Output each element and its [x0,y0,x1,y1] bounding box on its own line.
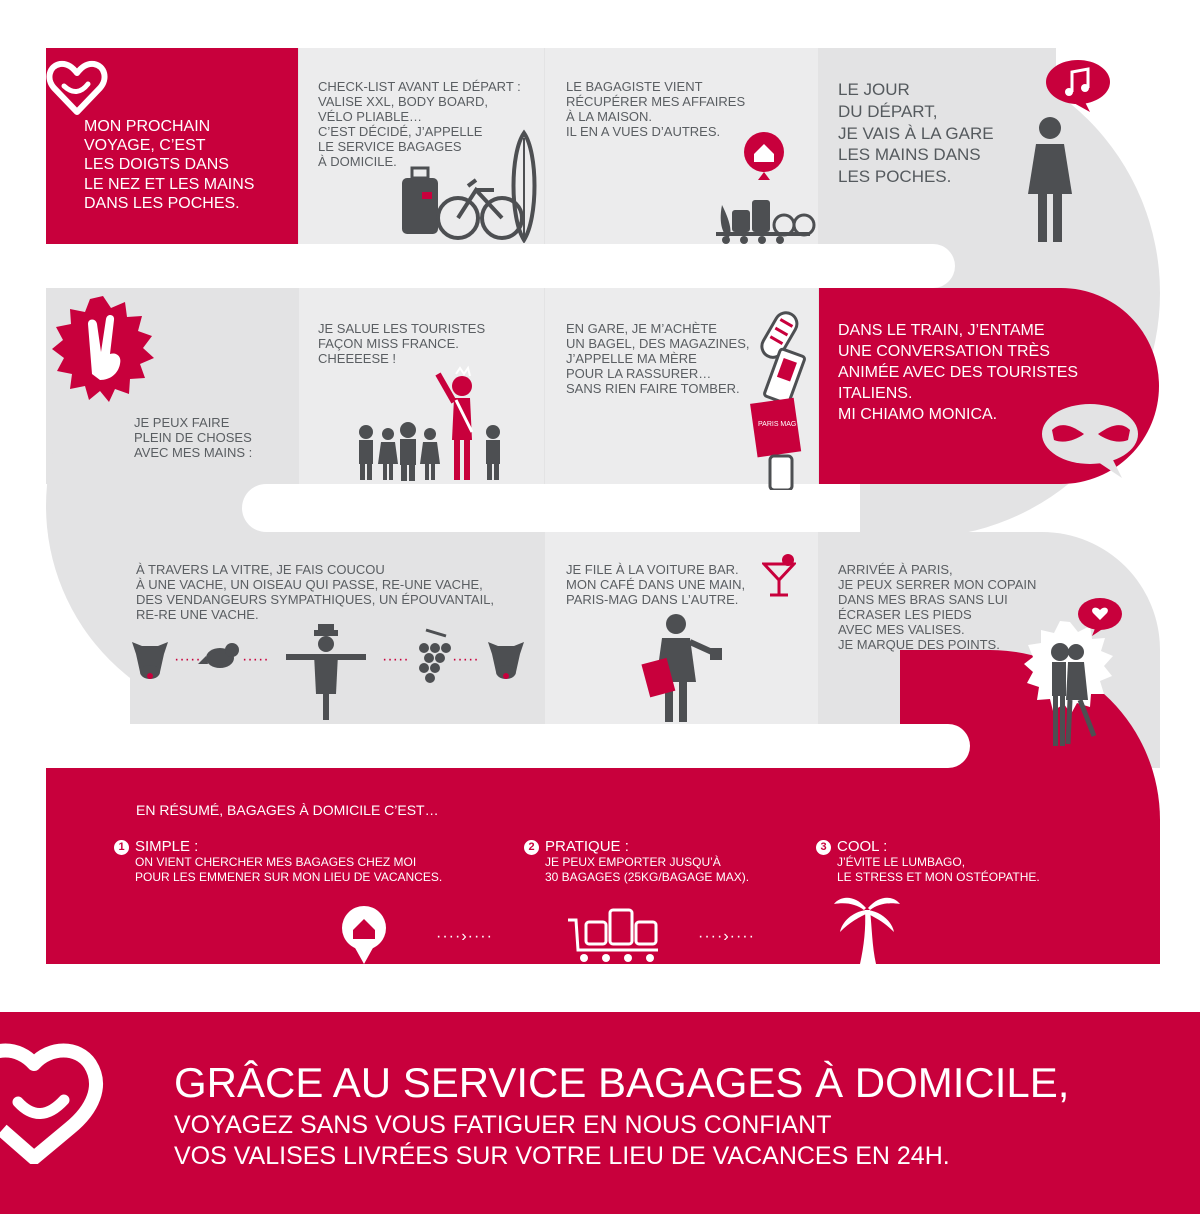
footer-text: GRÂCE AU SERVICE BAGAGES À DOMICILE, VOY… [174,1062,1174,1173]
summary-item-pratique: 2 PRATIQUE : JE PEUX EMPORTER JUSQU’À 30 … [524,838,814,885]
footer-banner [0,1012,1200,1214]
intro-text: MON PROCHAIN VOYAGE, C’EST LES DOIGTS DA… [84,118,255,212]
heart-smile-icon [46,60,108,115]
luggage-cart-icon [568,908,658,962]
paris-text: ARRIVÉE À PARIS, JE PEUX SERRER MON COPA… [838,562,1037,652]
palm-tree-icon [834,897,900,964]
summary-desc-3: J’ÉVITE LE LUMBAGO, LE STRESS ET MON OST… [837,855,1040,884]
victory-hand-icon [52,296,154,402]
woman-coffee-magazine-icon [641,614,722,722]
arrow-dots-1: ····›···· [436,928,493,945]
magazine-label: PARIS MAG [758,421,796,428]
summary-title-1: SIMPLE : [135,838,199,855]
train-text: DANS LE TRAIN, J’ENTAME UNE CONVERSATION… [838,322,1079,424]
svg-text:·····: ····· [242,651,269,668]
summary-item-cool: 3 COOL : J’ÉVITE LE LUMBAGO, LE STRESS ET… [816,838,1116,885]
cocktail-icon [762,554,796,597]
cow-icon-2 [488,642,524,679]
svg-text:·····: ····· [174,651,201,668]
footer-line-1: VOYAGEZ SANS VOUS FATIGUER EN NOUS CONFI… [174,1111,832,1139]
checklist-text: CHECK-LIST AVANT LE DÉPART : VALISE XXL,… [318,79,521,169]
left-inner-cut [242,484,422,532]
gare-text: EN GARE, JE M’ACHÈTE UN BAGEL, DES MAGAZ… [566,321,750,396]
mains-text: JE PEUX FAIRE PLEIN DE CHOSES AVEC MES M… [134,415,253,460]
intro-panel [46,48,298,244]
luggage-bike-board-icon [402,129,537,243]
summary-desc-1: ON VIENT CHERCHER MES BAGAGES CHEZ MOI P… [135,855,443,884]
arrow-dots-2: ····›···· [698,928,755,945]
bagel-magazine-phone-icon: PARIS MAG [750,311,806,490]
luggage-cart-house-icon [716,132,816,244]
window-view-icons: ····· ····· ····· ····· [132,624,524,720]
summary-title-2: PRATIQUE : [545,838,629,855]
music-note-icon [1046,60,1110,112]
summary-heading: EN RÉSUMÉ, BAGAGES À DOMICILE C’EST… [136,802,439,818]
footer-line-2: VOS VALISES LIVRÉES SUR VOTRE LIEU DE VA… [174,1142,950,1171]
svg-text:·····: ····· [452,651,479,668]
summary-item-simple: 1 SIMPLE : ON VIENT CHERCHER MES BAGAGES … [114,838,514,885]
bird-icon [198,643,239,668]
touristes-text: JE SALUE LES TOURISTES FAÇON MISS FRANCE… [318,321,486,366]
summary-band [46,768,1046,964]
summary-title-3: COOL : [837,838,888,855]
touristes-panel [299,288,544,484]
miss-france-tourists-icon [359,365,500,481]
couple-hug-icon [1024,598,1122,746]
jour-text: LE JOUR DU DÉPART, JE VAIS À LA GARE LES… [838,80,994,186]
cow-icon [132,642,168,679]
footer-title: GRÂCE AU SERVICE BAGAGES À DOMICILE, [174,1059,1070,1106]
scarecrow-icon [286,624,366,720]
heart-smile-logo-icon [0,1043,103,1164]
woman-hands-in-pockets-icon [1028,117,1072,242]
summary-number-2: 2 [524,840,539,855]
summary-number-3: 3 [816,840,831,855]
summary-desc-2: JE PEUX EMPORTER JUSQU’À 30 BAGAGES (25K… [545,855,750,884]
house-pin-icon [342,906,386,964]
bar-text: JE FILE À LA VOITURE BAR. MON CAFÉ DANS … [566,562,746,607]
summary-number-1: 1 [114,840,129,855]
vitre-text: À TRAVERS LA VITRE, JE FAIS COUCOU À UNE… [136,562,495,622]
bagagiste-text: LE BAGAGISTE VIENT RÉCUPÉRER MES AFFAIRE… [566,79,746,139]
svg-text:·····: ····· [382,651,409,668]
handshake-icon [1042,404,1138,478]
right-inner-cut-2 [860,724,970,768]
right-inner-cut [800,244,955,288]
grapes-icon [419,628,451,683]
